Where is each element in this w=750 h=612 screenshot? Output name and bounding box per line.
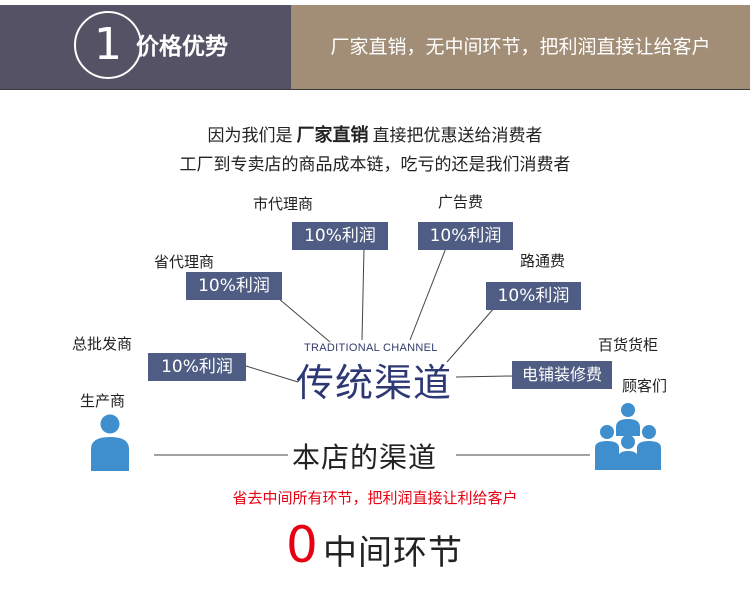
- label-customers: 顾客们: [622, 377, 668, 395]
- label-province-agent: 省代理商: [154, 253, 215, 271]
- header-left-panel: 1 价格优势: [0, 5, 291, 89]
- box-province-profit: 10%利润: [186, 272, 282, 300]
- box-city-profit: 10%利润: [292, 222, 388, 250]
- label-wholesaler: 总批发商: [72, 335, 133, 353]
- traditional-channel-cn: 传统渠道: [296, 361, 453, 405]
- label-road-fee: 路通费: [520, 252, 566, 270]
- customers-group-icon: [595, 403, 661, 470]
- intro-line-1-before: 因为我们是: [207, 126, 293, 146]
- intro-line-1-after: 直接把优惠送给消费者: [372, 126, 543, 146]
- divider: [0, 89, 750, 90]
- number-circle: [74, 11, 142, 79]
- producer-person-icon: [91, 414, 129, 471]
- label-dept-store: 百货货柜: [598, 336, 659, 354]
- traditional-channel-en: TRADITIONAL CHANNEL: [304, 342, 438, 354]
- box-ad-profit: 10%利润: [418, 222, 513, 250]
- box-wholesale-profit: 10%利润: [148, 353, 246, 381]
- box-road-profit: 10%利润: [486, 282, 581, 310]
- store-channel-title: 本店的渠道: [292, 441, 438, 474]
- store-red-note: 省去中间所有环节，把利润直接让利给客户: [232, 489, 518, 507]
- label-ad-fee: 广告费: [438, 193, 484, 211]
- intro-emphasis: 厂家直销: [296, 125, 369, 146]
- zero-number: 0: [286, 516, 318, 574]
- section-number: 1: [94, 19, 122, 70]
- header-banner: 1 价格优势 厂家直销，无中间环节，把利润直接让给客户: [0, 5, 750, 89]
- zero-middle-text: 中间环节: [323, 533, 463, 573]
- box-decor-fee: 电铺装修费: [512, 361, 612, 389]
- header-right-panel: 厂家直销，无中间环节，把利润直接让给客户: [291, 5, 750, 89]
- intro-line-2: 工厂到专卖店的商品成本链，吃亏的还是我们消费者: [179, 155, 571, 175]
- label-producer: 生产商: [80, 392, 126, 410]
- intro-line-1: 因为我们是厂家直销直接把优惠送给消费者: [0, 121, 750, 147]
- label-city-agent: 市代理商: [253, 195, 314, 213]
- header-slogan: 厂家直销，无中间环节，把利润直接让给客户: [330, 36, 711, 58]
- section-title: 价格优势: [136, 34, 228, 60]
